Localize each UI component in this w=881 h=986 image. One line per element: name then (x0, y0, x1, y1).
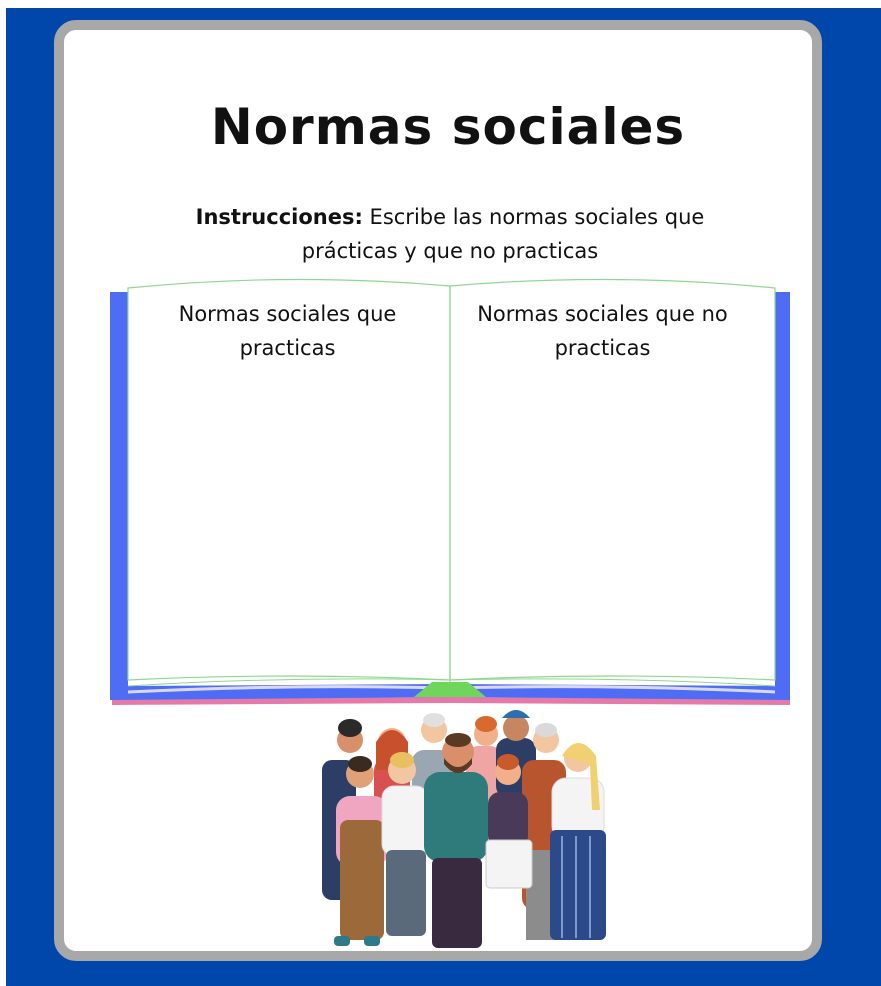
instructions-text: Escribe las normas sociales que práctica… (301, 205, 705, 263)
page-title: Normas sociales (210, 98, 686, 156)
instructions: Instrucciones: Escribe las normas social… (150, 200, 750, 268)
right-page-heading: Normas sociales que no practicas (477, 302, 728, 360)
person-front-3 (424, 733, 488, 948)
instructions-label: Instrucciones: (195, 205, 363, 229)
right-page (449, 278, 776, 681)
book-ribbon (112, 697, 790, 705)
person-front-2 (381, 752, 429, 936)
person-front-5 (550, 743, 606, 940)
person-front-4 (485, 754, 533, 889)
person-front-1 (334, 756, 388, 946)
diverse-people-group-icon (322, 710, 606, 948)
book-bookmark (414, 682, 486, 697)
left-page-heading: Normas sociales que practicas (178, 302, 397, 360)
